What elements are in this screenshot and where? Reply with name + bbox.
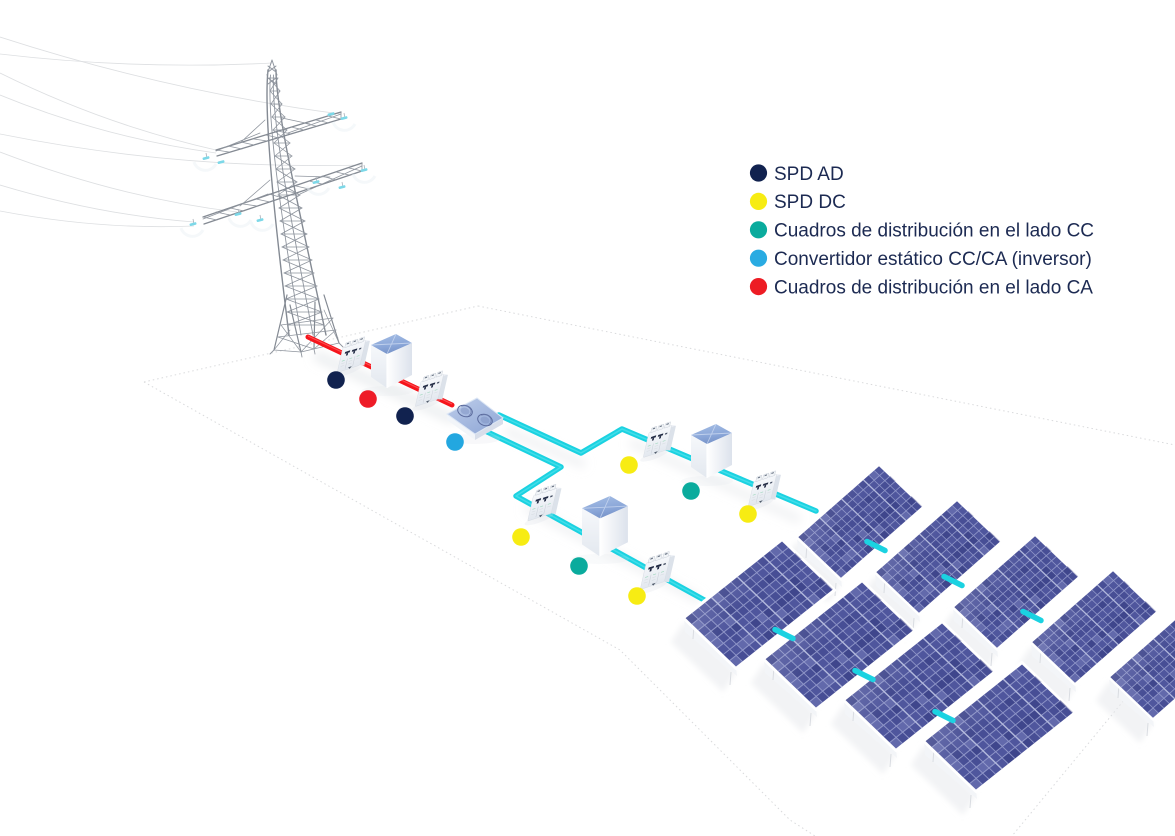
svg-text:SPD DC: SPD DC (774, 192, 846, 213)
svg-text:Cuadros de distribución en el: Cuadros de distribución en el lado CA (774, 277, 1093, 298)
svg-text:SPD AD: SPD AD (774, 164, 844, 185)
svg-text:Cuadros de distribución en el: Cuadros de distribución en el lado CC (774, 221, 1094, 242)
svg-text:Convertidor estático CC/CA (in: Convertidor estático CC/CA (inversor) (774, 249, 1092, 270)
